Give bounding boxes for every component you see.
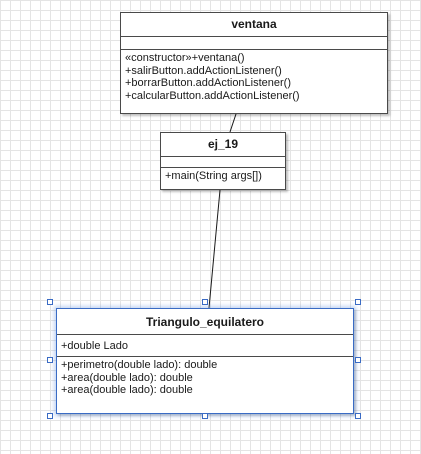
resize-handle-left[interactable] [47, 357, 53, 363]
method: +main(String args[]) [165, 170, 262, 182]
resize-handle-bottom-left[interactable] [47, 413, 53, 419]
resize-handle-bottom-right[interactable] [355, 413, 361, 419]
method: +area(double lado): double [61, 384, 193, 396]
method: +area(double lado): double [61, 371, 193, 384]
resize-handle-right[interactable] [355, 357, 361, 363]
class-methods-section: +main(String args[]) [161, 168, 285, 185]
connector-ej19-triangulo[interactable] [208, 189, 221, 309]
resize-handle-bottom[interactable] [202, 413, 208, 419]
class-title: ej_19 [161, 133, 285, 157]
class-ej19[interactable]: ej_19 +main(String args[]) [160, 132, 286, 190]
class-attributes-section: +double Lado [57, 335, 353, 357]
class-ventana[interactable]: ventana «constructor»+ventana() +salirBu… [120, 12, 388, 114]
method: +calcularButton.addActionListener() [125, 89, 300, 102]
attribute: +double Lado [61, 340, 128, 352]
resize-handle-top-left[interactable] [47, 299, 53, 305]
resize-handle-top-right[interactable] [355, 299, 361, 305]
class-title: Triangulo_equilatero [57, 309, 353, 335]
method: «constructor»+ventana() [125, 52, 245, 64]
class-methods-section: «constructor»+ventana() +salirButton.add… [121, 50, 387, 104]
class-methods-section: +perimetro(double lado): double +area(do… [57, 357, 353, 399]
method: +borrarButton.addActionListener() [125, 77, 292, 89]
resize-handle-top[interactable] [202, 299, 208, 305]
class-attributes-section [121, 37, 387, 50]
class-triangulo-equilatero[interactable]: Triangulo_equilatero +double Lado +perim… [56, 308, 354, 414]
class-attributes-section [161, 157, 285, 168]
class-title: ventana [121, 13, 387, 37]
method: +perimetro(double lado): double [61, 359, 218, 371]
method: +salirButton.addActionListener() [125, 64, 282, 77]
connector-ventana-ej19[interactable] [229, 113, 237, 133]
